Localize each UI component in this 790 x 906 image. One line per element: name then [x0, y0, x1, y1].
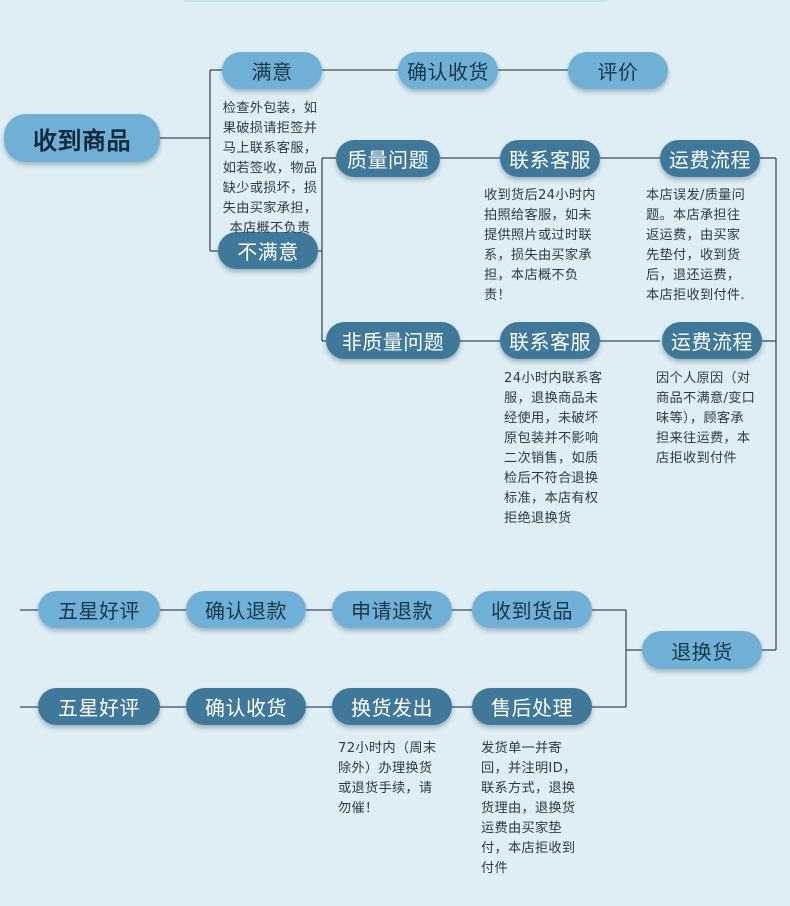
node-confirm-receipt-top: 确认收货	[398, 52, 498, 89]
note-exchange-time: 72小时内（周末除外）办理换货或退货手续，请勿催！	[338, 741, 437, 816]
node-five-star-refund: 五星好评	[38, 591, 160, 628]
node-five-star-exchange: 五星好评	[38, 688, 160, 725]
node-goods-received: 收到货品	[472, 591, 592, 628]
node-confirm-receipt-bottom: 确认收货	[186, 688, 306, 725]
note-quality-cs: 收到货后24小时内拍照给客服，如未提供照片或过时联系，损失由买家承担，本店概不负…	[484, 188, 596, 303]
node-return-exchange: 退换货	[642, 631, 762, 669]
note-inspect: 检查外包装，如果破损请拒签并马上联系客服，如若签收，物品缺少或损坏，损失由买家承…	[222, 101, 318, 236]
node-unsatisfied: 不满意	[218, 232, 318, 269]
note-quality-shipping: 本店误发/质量问题。本店承担往返运费，由买家先垫付，收到货后，退还运费，本店拒收…	[646, 188, 746, 303]
note-after-sales: 发货单一并寄回，并注明ID，联系方式，退换货理由，退换货运费由买家垫付，本店拒收…	[481, 741, 577, 876]
node-confirm-refund: 确认退款	[186, 591, 306, 628]
node-received-goods: 收到商品	[4, 114, 160, 162]
node-apply-refund: 申请退款	[332, 591, 452, 628]
node-satisfied: 满意	[222, 52, 322, 89]
node-shipping-flow-quality: 运费流程	[660, 140, 760, 177]
node-non-quality-issue: 非质量问题	[326, 322, 460, 359]
note-nonquality-cs: 24小时内联系客服，退换商品未经使用，未破坏原包装并不影响二次销售，如质检后不符…	[504, 371, 603, 526]
note-nonquality-shipping: 因个人原因（对商品不满意/变口味等），顾客承担来往运费，本店拒收到付件	[656, 371, 756, 466]
node-shipping-flow-nonquality: 运费流程	[662, 322, 762, 359]
node-exchange-shipped: 换货发出	[332, 688, 452, 725]
top-decoration	[180, 0, 610, 2]
node-contact-cs-nonquality: 联系客服	[500, 322, 600, 359]
node-after-sales: 售后处理	[472, 688, 592, 725]
node-quality-issue: 质量问题	[336, 140, 440, 177]
node-contact-cs-quality: 联系客服	[500, 140, 600, 177]
node-review: 评价	[568, 52, 668, 89]
